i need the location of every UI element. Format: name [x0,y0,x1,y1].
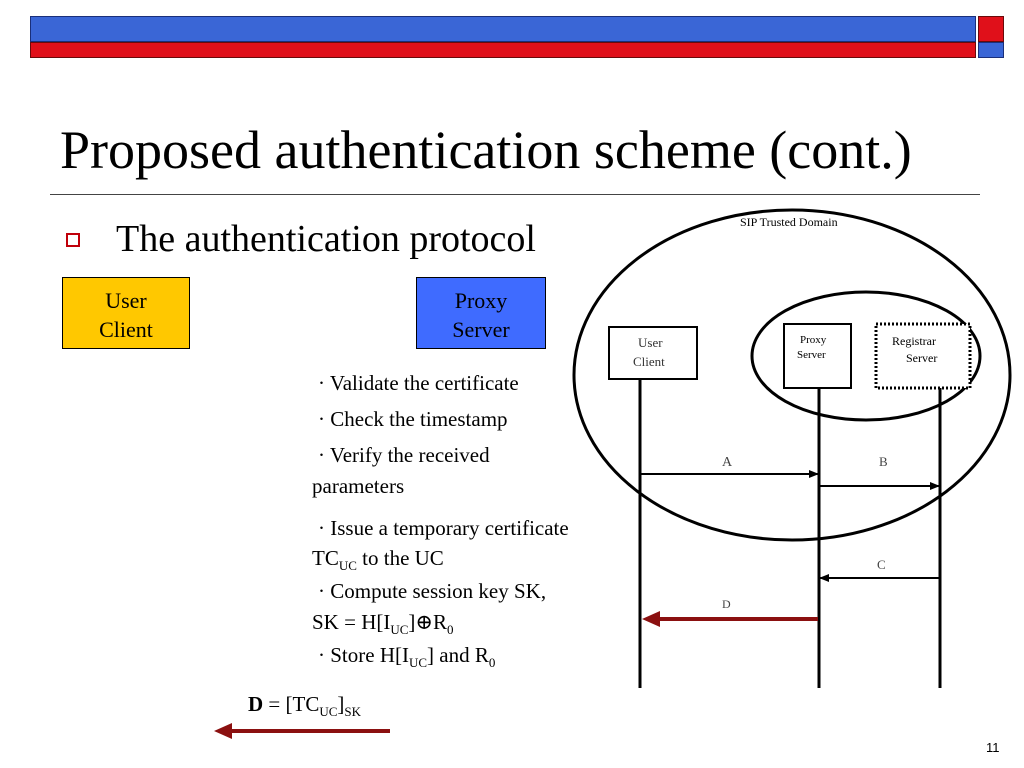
message-d-label: D = [TCUC]SK [248,692,361,720]
issue-rest: to the UC [356,546,444,570]
proxy-server-box: Proxy Server [416,277,546,349]
message-d-sub-sk: SK [344,704,362,720]
message-d-diagram-label: D [722,597,731,611]
tc-text: TC [312,546,339,570]
sip-trusted-domain-label: SIP Trusted Domain [740,215,838,229]
message-d-bold: D [248,692,264,716]
diagram-registrar-label-1: Registrar [892,334,936,348]
step-timestamp: · Check the timestamp [318,407,508,431]
store-b: ] and R [427,643,489,667]
step-verify-line2: parameters [312,474,405,498]
bullet-text: The authentication protocol [116,218,536,260]
message-a-label: A [722,455,733,470]
header-square-red [978,16,1004,42]
sk-formula-b: ]⊕R [408,610,448,634]
message-d-eq: = [TC [263,692,320,716]
title-divider [50,194,980,195]
diagram-proxy-server-box [783,323,852,389]
message-d-diagram-arrowhead-icon [642,611,660,627]
message-d-sub-uc: UC [319,704,338,720]
sip-trusted-domain-ellipse [572,208,1012,542]
step-issue-line2: TCUC to the UC [312,543,444,573]
step-compute-line1: · Compute session key SK, [318,579,547,603]
diagram-user-client-label-1: User [638,335,663,350]
diagram-user-client-box [608,326,698,380]
sk-formula-sub-uc: UC [390,622,409,638]
header-bar-blue [30,16,976,42]
diagram-registrar-server-box [874,322,972,390]
sk-formula-a: SK = H[I [312,610,391,634]
user-client-box: User Client [62,277,190,349]
diagram-user-client-label-2: Client [633,354,665,369]
page-number: 11 [986,740,1000,755]
step-verify-line1: · Verify the received [318,443,490,467]
diagram-proxy-label-1: Proxy [800,334,827,346]
step-compute-line2: SK = H[IUC]⊕R0 [312,607,454,637]
proxy-server-label: Proxy Server [452,288,510,342]
user-client-label: User Client [99,288,153,342]
bullet-square-icon [66,233,80,247]
message-d-close: ] [337,692,345,716]
store-a: · Store H[I [318,643,409,667]
message-b-label: B [879,454,888,469]
slide-title: Proposed authentication scheme (cont.) [60,120,912,180]
diagram-registrar-label-2: Server [906,351,937,365]
tc-sub: UC [338,558,357,574]
step-issue-line1: · Issue a temporary certificate [318,516,569,540]
header-bar-red [30,42,976,58]
store-sub-uc: UC [408,655,428,671]
step-validate: · Validate the certificate [318,371,519,395]
header-square-blue [978,42,1004,58]
diagram-proxy-label-2: Server [797,349,826,361]
sk-formula-sub-0: 0 [447,622,454,638]
message-c-label: C [877,557,886,572]
message-d-arrowhead-icon [214,723,232,739]
step-store: · Store H[IUC] and R0 [318,640,495,670]
store-sub-0: 0 [488,655,496,671]
server-group-ellipse [750,290,982,422]
